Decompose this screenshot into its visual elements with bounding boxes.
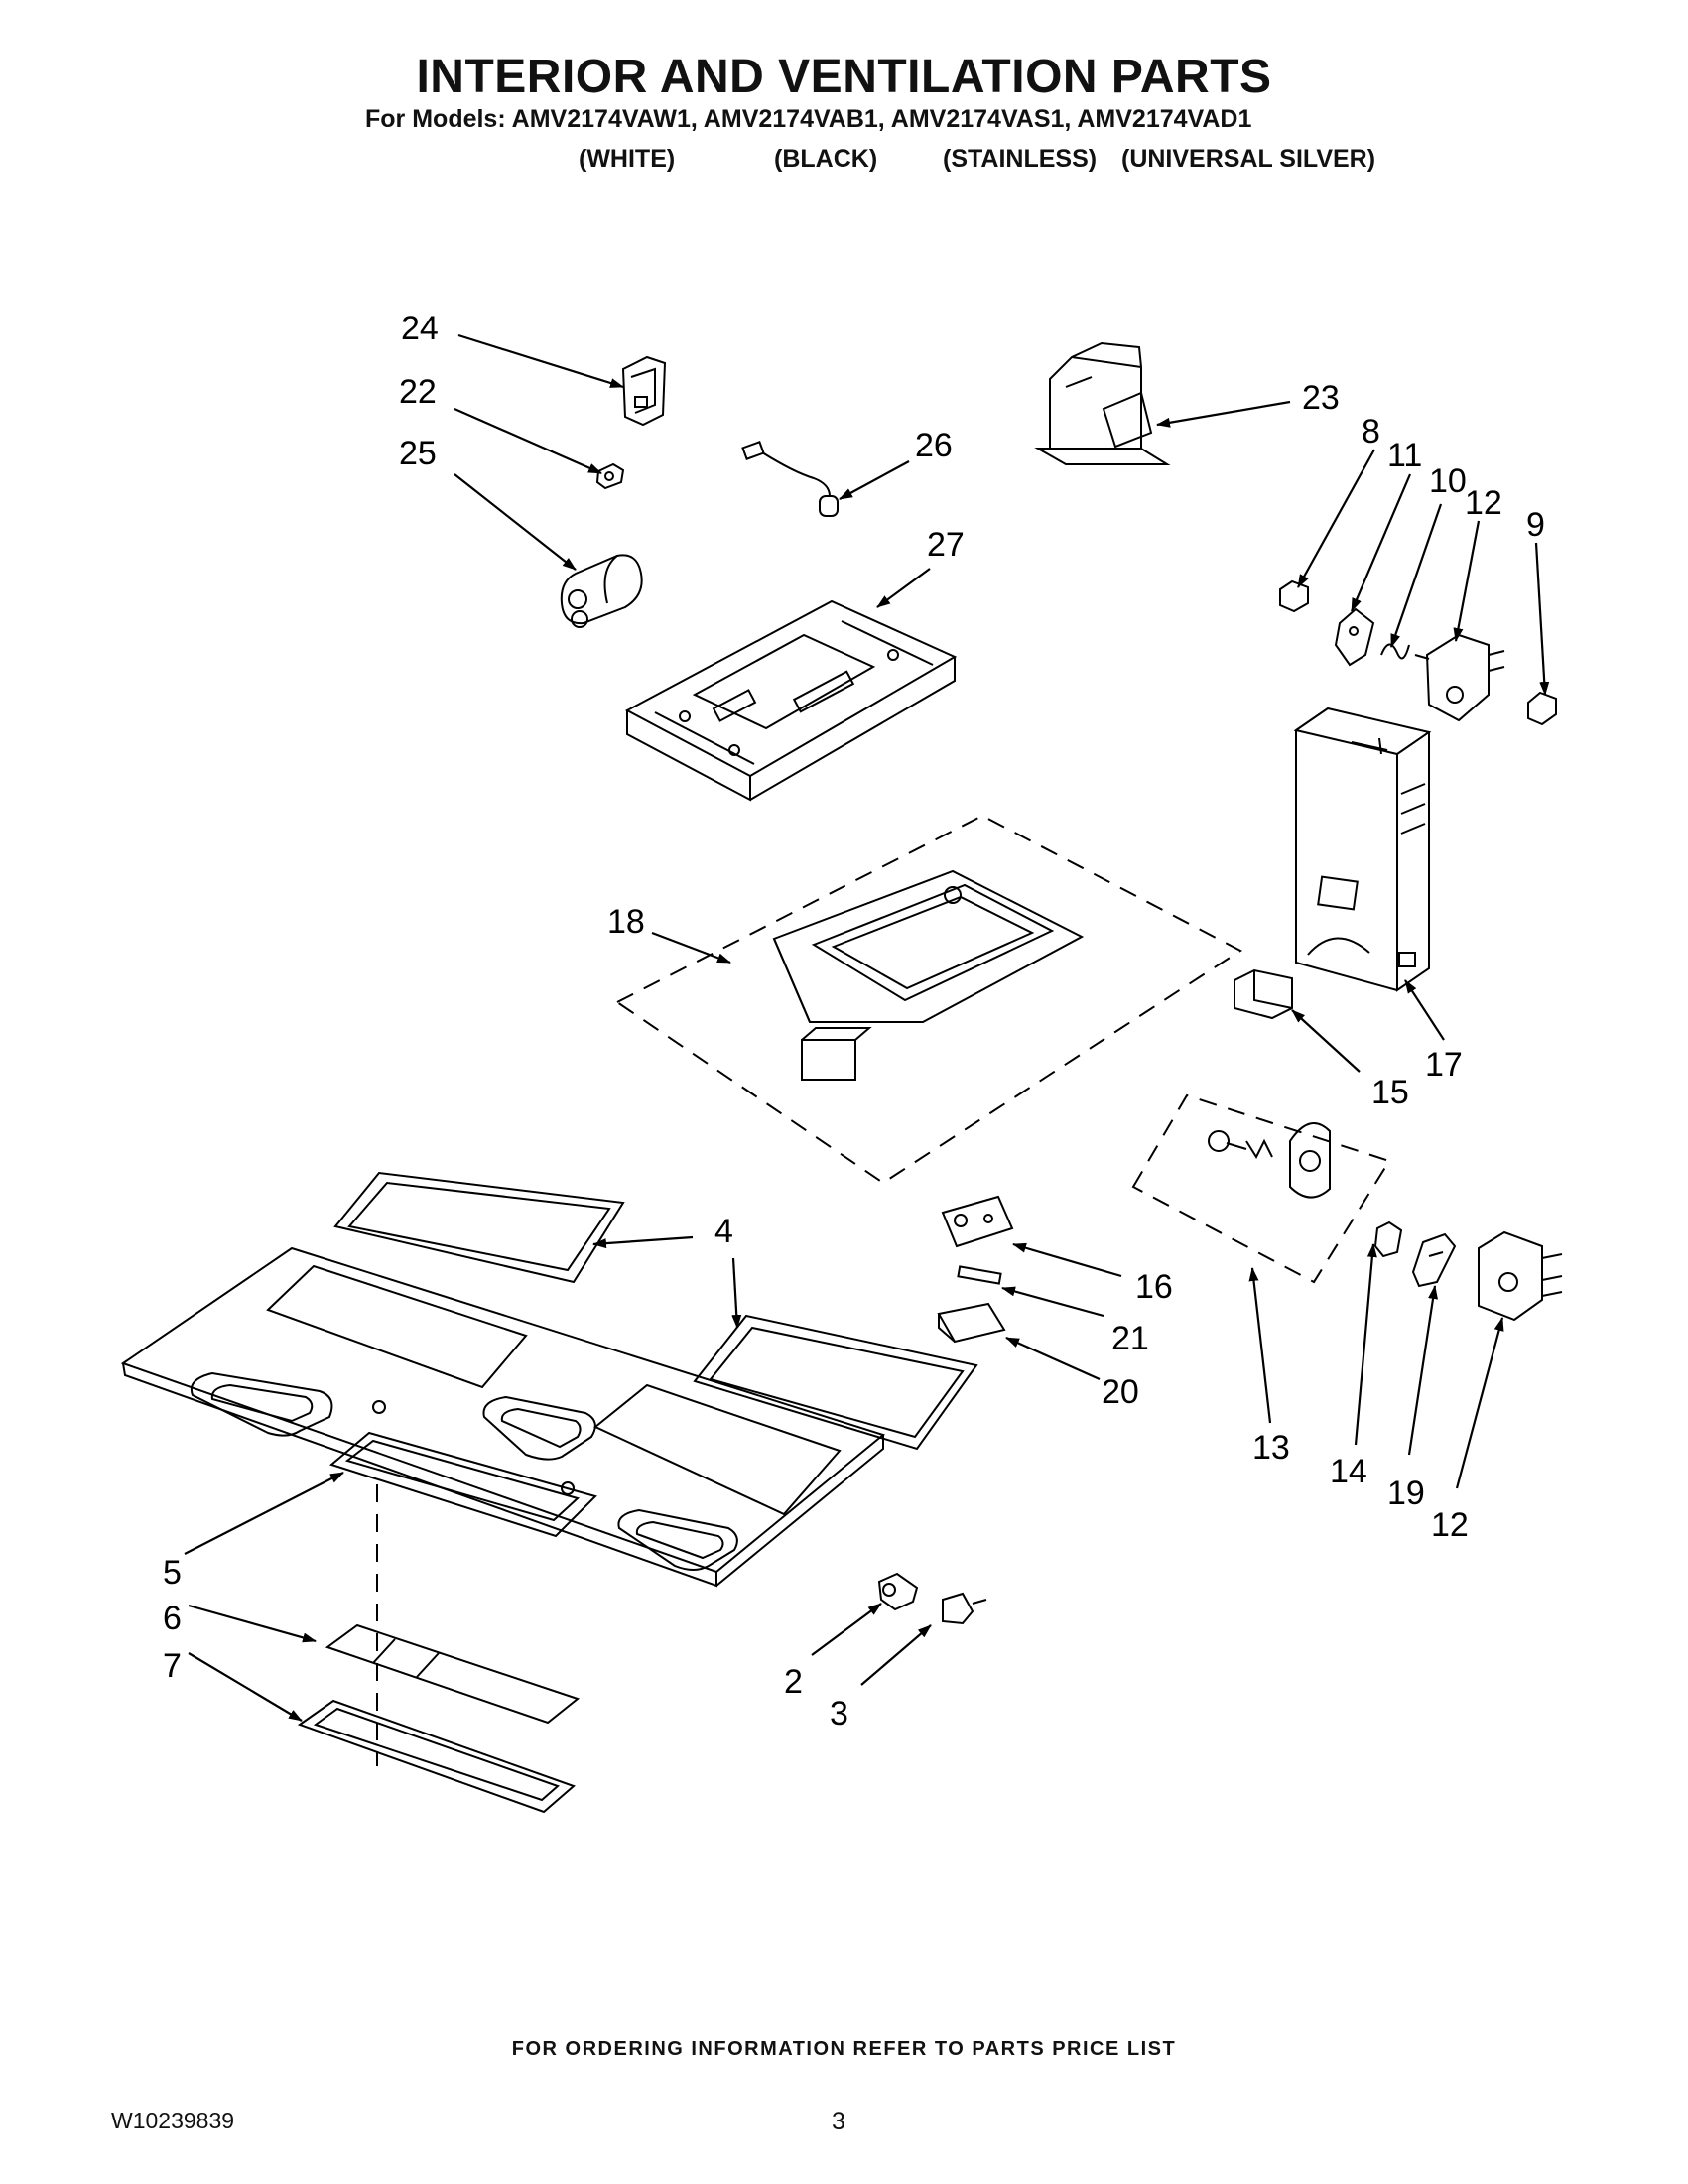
page-number: 3: [832, 2108, 845, 2135]
callout-27: 27: [927, 526, 965, 564]
part-18-vent-tray: [772, 869, 1085, 1081]
part-12-switch-lower: [1478, 1230, 1563, 1322]
callout-15: 15: [1371, 1074, 1409, 1111]
callout-25: 25: [399, 435, 437, 472]
part-13-damper-assembly: [1208, 1122, 1331, 1199]
part-4-filter-right: [693, 1314, 978, 1451]
callout-18: 18: [607, 903, 645, 941]
color-black-label: (BLACK): [774, 145, 878, 173]
part-21-fuse: [957, 1265, 1002, 1285]
page-title: INTERIOR AND VENTILATION PARTS: [416, 51, 1272, 103]
color-stainless-label: (STAINLESS): [943, 145, 1098, 173]
part-2-lamp-socket: [877, 1572, 919, 1611]
callout-3: 3: [830, 1695, 848, 1733]
part-27-mounting-plate: [624, 599, 958, 802]
part-22-switch: [595, 462, 625, 490]
part-4-filter-left: [333, 1171, 625, 1284]
part-18-assembly-boundary: [615, 814, 1242, 1185]
part-3-light-bulb: [942, 1592, 987, 1625]
part-24-bracket: [621, 355, 667, 427]
callout-24: 24: [401, 310, 439, 347]
callout-11: 11: [1387, 437, 1422, 474]
leader-arrows: [184, 333, 1550, 1722]
callout-13: 13: [1252, 1429, 1290, 1467]
part-16-plate: [941, 1195, 1014, 1248]
part-7-vent-cover: [297, 1699, 576, 1814]
part-23-transformer: [1034, 341, 1171, 465]
callout-2: 2: [784, 1663, 803, 1701]
color-universal-silver-label: (UNIVERSAL SILVER): [1121, 145, 1376, 173]
part-17-air-duct: [1293, 707, 1432, 992]
model-list: For Models: AMV2174VAW1, AMV2174VAB1, AM…: [365, 105, 1252, 133]
part-26-diode: [741, 441, 839, 517]
callout-16: 16: [1135, 1268, 1173, 1306]
document-number: W10239839: [111, 2108, 235, 2133]
callout-26: 26: [915, 427, 953, 464]
color-white-label: (WHITE): [579, 145, 676, 173]
callout-8: 8: [1362, 413, 1380, 450]
part-8-part: [1279, 579, 1309, 613]
part-14-part: [1373, 1220, 1403, 1258]
callout-14: 14: [1330, 1453, 1367, 1490]
part-6-charcoal-filter: [325, 1623, 581, 1725]
callout-22: 22: [399, 373, 437, 411]
callout-4-left: 4: [714, 1213, 733, 1250]
callout-19: 19: [1387, 1475, 1425, 1512]
callout-17: 17: [1425, 1046, 1463, 1084]
callout-9: 9: [1526, 506, 1545, 544]
callout-6: 6: [163, 1600, 182, 1637]
part-12-switch-upper: [1414, 633, 1505, 722]
part-15-block: [1234, 968, 1293, 1020]
part-11-cam: [1334, 607, 1375, 667]
callout-21: 21: [1111, 1320, 1149, 1357]
callout-7: 7: [163, 1647, 182, 1685]
callout-12-lower: 12: [1431, 1506, 1469, 1544]
callout-23: 23: [1302, 379, 1340, 417]
ordering-note: FOR ORDERING INFORMATION REFER TO PARTS …: [511, 2038, 1177, 2060]
callout-10: 10: [1429, 462, 1467, 500]
part-10-spring: [1380, 643, 1410, 660]
part-5-interior-panel: [120, 1246, 886, 1588]
part-19-switch: [1411, 1232, 1457, 1288]
part-20-fuse-holder: [937, 1302, 1006, 1344]
callout-5: 5: [163, 1554, 182, 1592]
part-13-assembly-boundary: [1131, 1093, 1391, 1284]
part-9-part: [1527, 691, 1557, 726]
callout-20: 20: [1102, 1373, 1139, 1411]
callout-12-upper: 12: [1465, 484, 1502, 522]
part-25-capacitor: [560, 554, 643, 628]
